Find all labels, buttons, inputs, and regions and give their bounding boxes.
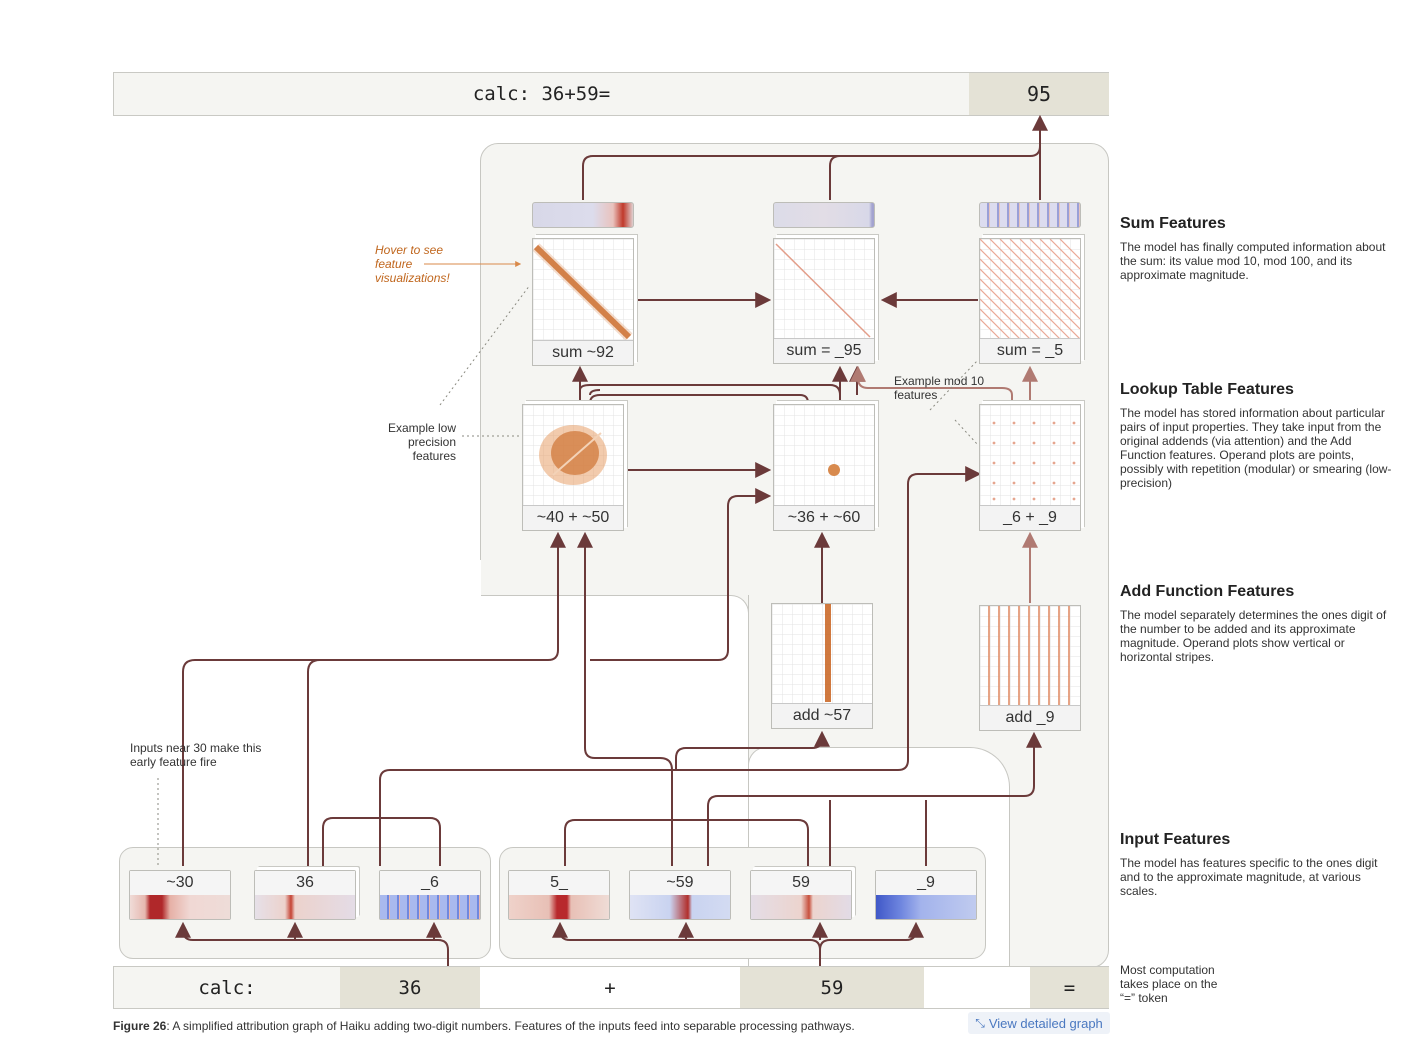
sum-features-text: The model has finally computed informati… (1120, 240, 1386, 282)
sum-5-card[interactable]: sum = _5 (979, 238, 1081, 364)
add-features-text: The model separately determines the ones… (1120, 608, 1387, 664)
view-detailed-graph-button[interactable]: ⤡ View detailed graph (968, 1012, 1110, 1034)
token-59: 59 (740, 967, 924, 1008)
low-precision-note: Example low precision features (387, 421, 456, 463)
view-detailed-graph-label: View detailed graph (988, 1015, 1103, 1031)
add-9-plot (980, 606, 1080, 706)
add-57-card[interactable]: add ~57 (771, 603, 873, 729)
equals-note: Most computation takes place on the “=” … (1120, 963, 1218, 1005)
lookup-40-50-plot (523, 405, 623, 505)
input-59-approx-label: ~59 (630, 871, 730, 895)
token-equals: = (1030, 967, 1109, 1008)
input-5-strip (509, 895, 609, 919)
sum-95-plot (774, 239, 874, 339)
input-9-card[interactable]: _9 (875, 870, 977, 920)
input-9-label: _9 (876, 871, 976, 895)
sum-5-plot (980, 239, 1080, 339)
hover-hint: Hover to see feature visualizations! (375, 243, 450, 285)
top-prompt-answer: 95 (969, 73, 1109, 115)
input-59-strip (751, 895, 851, 919)
token-blank (924, 967, 1030, 1008)
lookup-36-60-label: ~36 + ~60 (774, 505, 874, 530)
top-prompt-text: calc: 36+59= (472, 83, 611, 105)
input-features-title: Input Features (1120, 831, 1231, 848)
input-30-label: ~30 (130, 871, 230, 895)
token-36: 36 (340, 967, 480, 1008)
mod10-note: Example mod 10 features (894, 374, 985, 402)
input-6-card[interactable]: _6 (379, 870, 481, 920)
panel-notch-cover (470, 560, 481, 596)
token-plus: + (480, 967, 740, 1008)
input-30-strip (130, 895, 230, 919)
input-59-approx-card[interactable]: ~59 (629, 870, 731, 920)
figure-number: Figure 26 (113, 1019, 167, 1033)
input-36-card[interactable]: 36 (254, 870, 356, 920)
lookup-36-60-card[interactable]: ~36 + ~60 (773, 404, 875, 531)
sum-features-title: Sum Features (1120, 215, 1226, 232)
lookup-36-60-plot (774, 405, 874, 505)
sum-5-strip (979, 202, 1081, 228)
lookup-features-text: The model has stored information about p… (1120, 406, 1392, 490)
token-calc: calc: (198, 976, 256, 999)
inputs30-note: Inputs near 30 make this early feature f… (130, 741, 262, 769)
input-9-strip (876, 895, 976, 919)
add-57-label: add ~57 (772, 703, 872, 728)
input-6-label: _6 (380, 871, 480, 895)
bottom-prompt-bar: calc: 36 + 59 = (113, 966, 1109, 1009)
sum-5-label: sum = _5 (980, 338, 1080, 363)
lookup-40-50-label: ~40 + ~50 (523, 505, 623, 530)
sum-92-card[interactable]: sum ~92 (532, 238, 634, 366)
lookup-6-9-card[interactable]: _6 + _9 (979, 404, 1081, 531)
input-36-strip (255, 895, 355, 919)
figure-caption: Figure 26: A simplified attribution grap… (113, 1019, 855, 1033)
top-prompt-bar: calc: 36+59= 95 (113, 72, 1109, 116)
add-57-plot (772, 604, 872, 704)
lookup-6-9-label: _6 + _9 (980, 505, 1080, 530)
sum-92-plot (533, 239, 633, 341)
input-30-card[interactable]: ~30 (129, 870, 231, 920)
input-36-label: 36 (255, 871, 355, 895)
expand-icon: ⤡ (975, 1015, 985, 1030)
input-features-text: The model has features specific to the o… (1120, 856, 1378, 898)
add-panel-bottom (748, 595, 749, 747)
sum-95-card[interactable]: sum = _95 (773, 238, 875, 364)
sum-92-strip (532, 202, 634, 228)
lookup-40-50-card[interactable]: ~40 + ~50 (522, 404, 624, 531)
input-6-strip (380, 895, 480, 919)
lookup-features-title: Lookup Table Features (1120, 381, 1294, 398)
input-5-label: 5_ (509, 871, 609, 895)
figure-caption-text: : A simplified attribution graph of Haik… (166, 1019, 855, 1033)
sum-95-label: sum = _95 (774, 338, 874, 363)
lookup-6-9-plot (980, 405, 1080, 505)
add-features-title: Add Function Features (1120, 583, 1295, 600)
input-59-label: 59 (751, 871, 851, 895)
input-59-card[interactable]: 59 (750, 870, 852, 920)
sum-95-strip (773, 202, 875, 228)
add-9-card[interactable]: add _9 (979, 605, 1081, 731)
sum-92-label: sum ~92 (533, 340, 633, 365)
add-9-label: add _9 (980, 705, 1080, 730)
input-5-card[interactable]: 5_ (508, 870, 610, 920)
input-59-approx-strip (630, 895, 730, 919)
